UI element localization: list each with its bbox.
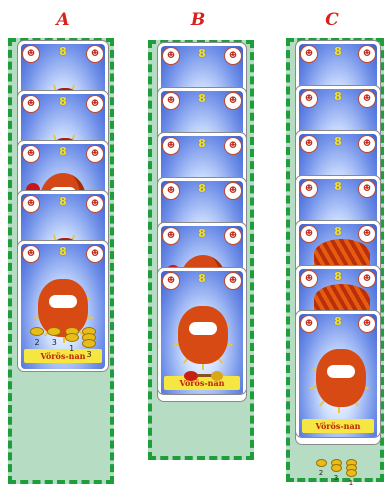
red-mascot-figure: [316, 349, 366, 407]
card-number: 8: [158, 47, 246, 60]
coin-stack: 3: [331, 462, 341, 492]
coin-value: 1: [349, 479, 353, 487]
mascot-eyes: [49, 295, 77, 308]
coin-value: 3: [52, 338, 57, 347]
gold-coin-icon: [82, 339, 96, 348]
card-number: 8: [296, 270, 380, 283]
card-number: 8: [18, 145, 108, 158]
card-number: 8: [296, 315, 380, 328]
coin-value: 3: [86, 350, 91, 359]
coin-stack: 2: [30, 330, 44, 366]
card-number: 8: [296, 225, 380, 238]
card-number: 8: [18, 245, 108, 258]
gold-coin-icon: [316, 459, 327, 467]
card-number: 8: [18, 195, 108, 208]
maraca-rattle-icon: [184, 370, 224, 382]
rattle-head: [184, 371, 198, 381]
card-number: 8: [158, 182, 246, 195]
red-mascot-figure: [38, 279, 88, 337]
coin-tokens: 2 3 1 3: [30, 330, 96, 366]
red-mascot-figure: [178, 306, 228, 364]
gold-coin-icon: [346, 469, 357, 477]
card-number: 8: [296, 135, 380, 148]
card-number: 8: [158, 137, 246, 150]
coin-value: 1: [69, 344, 74, 353]
card-number: 8: [158, 272, 246, 285]
coin-stack: 3: [47, 330, 61, 366]
card-number: 8: [158, 92, 246, 105]
card-number: 8: [296, 90, 380, 103]
coin-stack: 1: [65, 330, 79, 366]
mascot-eyes: [189, 322, 217, 335]
card-number: 8: [18, 95, 108, 108]
rattle-head: [211, 371, 223, 381]
mascot-eyes: [327, 365, 355, 378]
card-number: 8: [158, 227, 246, 240]
card-number: 8: [296, 180, 380, 193]
card-number: 8: [18, 45, 108, 58]
coin-value: 2: [319, 469, 323, 477]
coin-stack: 3: [82, 330, 96, 366]
coin-stack: 1: [346, 462, 356, 492]
card-number: 8: [296, 45, 380, 58]
gold-coin-icon: [30, 327, 44, 336]
coin-value: 2: [34, 338, 39, 347]
gold-coin-icon: [331, 464, 342, 472]
character-name-banner: Vörös-nan: [302, 419, 374, 433]
column-label-b: B: [178, 10, 218, 30]
gold-coin-icon: [65, 333, 79, 342]
coin-stack: 2: [316, 462, 326, 492]
coin-tokens-c: 2 3 1: [316, 462, 356, 492]
coin-value: 3: [334, 474, 338, 482]
gold-coin-icon: [47, 327, 61, 336]
column-label-c: C: [312, 10, 352, 30]
column-label-a: A: [43, 10, 83, 30]
